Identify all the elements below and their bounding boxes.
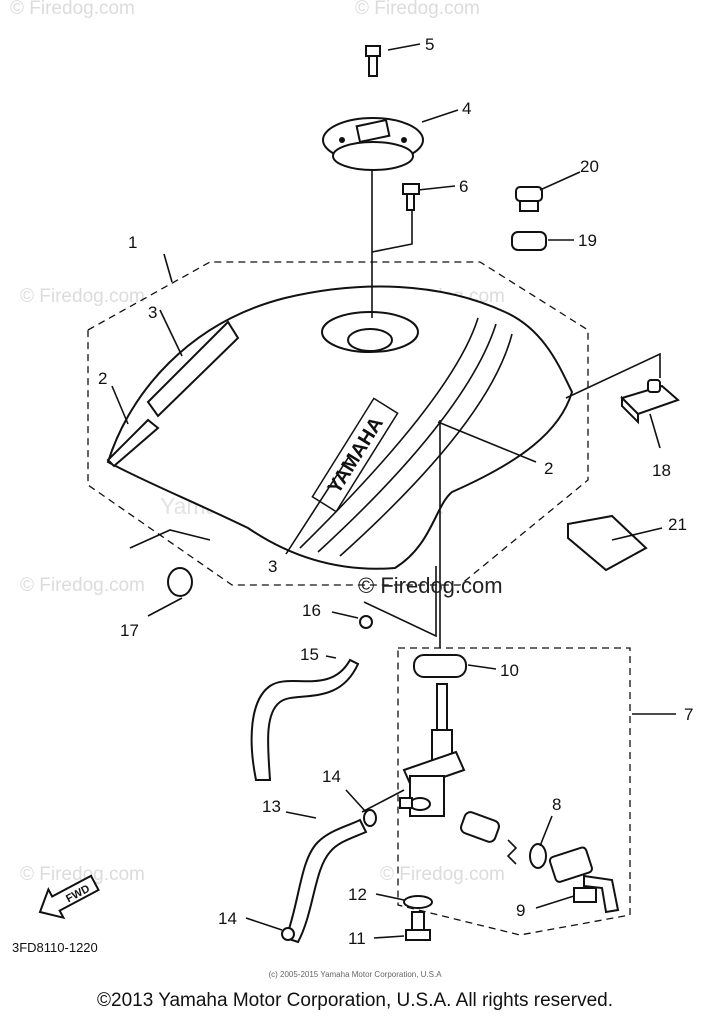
callout-5: 5 — [425, 35, 434, 54]
holder-18 — [620, 379, 680, 425]
damper-20 — [515, 186, 543, 212]
watermark-right-low: © Firedog.com — [380, 864, 505, 885]
callout-9: 9 — [516, 901, 525, 920]
callout-8: 8 — [552, 795, 561, 814]
diagram-code: 3FD8110-1220 — [12, 940, 98, 955]
callout-20: 20 — [580, 157, 599, 176]
copyright-footer: ©2013 Yamaha Motor Corporation, U.S.A. A… — [97, 990, 613, 1011]
callout-10: 10 — [500, 661, 519, 680]
fuel-cock-lever — [548, 846, 620, 914]
source-line: (c) 2005-2015 Yamaha Motor Corporation, … — [268, 970, 442, 979]
watermark-left: © Firedog.com — [20, 286, 145, 307]
watermark-top-center: © Firedog.com — [355, 0, 480, 19]
washer-12 — [403, 895, 433, 909]
callout-11: 11 — [348, 929, 366, 948]
fuel-cock — [399, 683, 466, 817]
watermark-top-left: © Firedog.com — [10, 0, 135, 19]
callout-15: 15 — [300, 645, 319, 664]
hose-15 — [250, 658, 360, 781]
callout-18: 18 — [652, 461, 671, 480]
callout-numbers: 1 2 3 2 3 4 5 6 7 8 9 10 11 12 13 14 14 … — [98, 35, 693, 948]
fuel-tank: YAMAHA — [106, 285, 574, 570]
cap-bolt — [365, 45, 381, 77]
callout-14-lower: 14 — [218, 909, 237, 928]
callout-2-left: 2 — [98, 369, 107, 388]
clip-16 — [359, 615, 373, 629]
clip-14-upper — [363, 809, 377, 827]
fuel-cock-boundary — [397, 647, 631, 936]
callout-3-left: 3 — [148, 303, 157, 322]
callout-4: 4 — [462, 99, 471, 118]
callout-6: 6 — [459, 177, 468, 196]
callout-21: 21 — [668, 515, 687, 534]
watermark-left-low: © Firedog.com — [20, 864, 145, 885]
bolt-11 — [405, 911, 431, 941]
callout-16: 16 — [302, 601, 321, 620]
callout-19: 19 — [578, 231, 597, 250]
damper-21 — [567, 514, 648, 572]
clip-14-lower — [281, 927, 295, 941]
callout-13: 13 — [262, 797, 281, 816]
washer-19 — [511, 231, 547, 251]
leader-lines — [111, 43, 676, 939]
callout-12: 12 — [348, 885, 367, 904]
hose-13 — [284, 818, 368, 944]
callout-2-right: 2 — [544, 459, 553, 478]
filter-cup — [460, 811, 547, 869]
callout-17: 17 — [120, 621, 139, 640]
fuel-cap — [322, 117, 424, 171]
watermark-mid: © Firedog.com — [358, 573, 503, 598]
watermark-left-mid: © Firedog.com — [20, 575, 145, 596]
callout-1: 1 — [128, 233, 137, 252]
tank-assembly-boundary — [87, 261, 589, 586]
screw-6 — [402, 183, 420, 211]
callout-14-upper: 14 — [322, 767, 341, 786]
callout-7: 7 — [684, 705, 693, 724]
grommet-17 — [167, 567, 193, 597]
callout-3-bottom: 3 — [268, 557, 277, 576]
oring-10 — [413, 654, 467, 678]
